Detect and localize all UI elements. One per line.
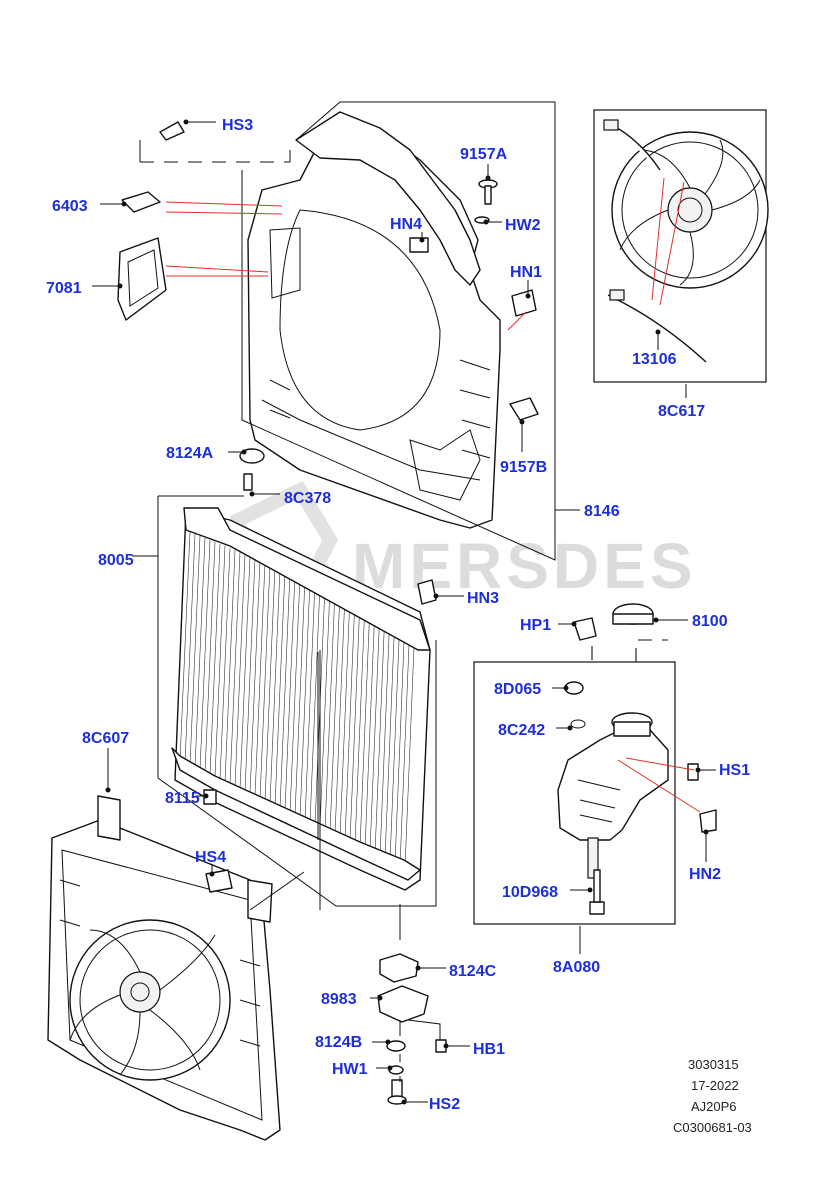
fan-shroud-8146	[247, 121, 501, 529]
radiator-fin-line	[324, 589, 336, 830]
callout-13106[interactable]: 13106	[632, 351, 677, 368]
radiator-fin-line	[339, 595, 351, 837]
callout-HB1[interactable]: HB1	[473, 1041, 505, 1058]
callout-7081[interactable]: 7081	[46, 280, 82, 297]
radiator-fin-line	[379, 611, 391, 857]
radiator-fin-line	[189, 535, 201, 765]
callout-HS3[interactable]: HS3	[222, 117, 253, 134]
radiator-fin-line	[214, 545, 226, 777]
radiator-fin-line	[299, 579, 311, 818]
radiator-fin-line	[229, 551, 241, 785]
callout-9157B[interactable]: 9157B	[500, 459, 547, 476]
small-parts	[117, 121, 717, 1105]
callout-8C242[interactable]: 8C242	[498, 722, 545, 739]
callout-8100[interactable]: 8100	[692, 613, 728, 630]
callout-6403[interactable]: 6403	[52, 198, 88, 215]
assembly-lines	[139, 101, 668, 1082]
callout-8005[interactable]: 8005	[98, 552, 134, 569]
callout-8C378[interactable]: 8C378	[284, 490, 331, 507]
callout-labels: HS3 6403 7081 9157A HN4 HW2 HN1 13106 8C…	[46, 117, 750, 1113]
callout-HN4[interactable]: HN4	[390, 216, 422, 233]
callout-8C607[interactable]: 8C607	[82, 730, 129, 747]
ref-line-4: C0300681-03	[673, 1120, 752, 1135]
reference-block: 3030315 17-2022 AJ20P6 C0300681-03	[673, 1057, 752, 1135]
radiator-fin-line	[279, 571, 291, 809]
leaders	[92, 119, 716, 1105]
callout-8D065[interactable]: 8D065	[494, 681, 541, 698]
radiator-fin-line	[244, 557, 256, 792]
radiator-fin-line	[204, 541, 216, 773]
radiator-fin-line	[304, 581, 316, 821]
callout-8983[interactable]: 8983	[321, 991, 357, 1008]
lower-fan-shroud-8C607	[47, 795, 281, 1141]
watermark-text: MERSDES	[352, 530, 697, 602]
ref-line-1: 3030315	[688, 1057, 739, 1072]
radiator-fin-line	[209, 543, 221, 775]
radiator-fin-line	[319, 587, 331, 828]
callout-HN1[interactable]: HN1	[510, 264, 542, 281]
radiator-fin-line	[329, 591, 341, 833]
radiator-fin-line	[404, 621, 416, 869]
radiator-fin-line	[344, 597, 356, 840]
radiator-fin-line	[199, 539, 211, 770]
radiator-fin-line	[374, 609, 386, 854]
radiator-fin-line	[294, 577, 306, 816]
radiator-fin-line	[394, 617, 406, 864]
radiator-fin-line	[184, 533, 196, 763]
expansion-tank-box	[473, 661, 676, 925]
callout-8124C[interactable]: 8124C	[449, 963, 497, 980]
expansion-tank	[557, 712, 669, 879]
radiator-fin-line	[349, 599, 361, 842]
radiator-fin-line	[284, 573, 296, 811]
callout-HP1[interactable]: HP1	[520, 617, 551, 634]
callout-HS1[interactable]: HS1	[719, 762, 750, 779]
radiator-fin-line	[354, 601, 366, 845]
radiator-fin-line	[254, 561, 266, 797]
callout-8115[interactable]: 8115	[165, 790, 200, 807]
radiator-fins	[179, 531, 416, 869]
callout-HW1[interactable]: HW1	[332, 1061, 368, 1078]
callout-9157A[interactable]: 9157A	[460, 146, 508, 163]
callout-HS4[interactable]: HS4	[195, 849, 226, 866]
radiator-fin-line	[359, 603, 371, 847]
radiator-fin-line	[289, 575, 301, 813]
radiator-8005	[171, 507, 431, 891]
highlight-leaders	[165, 177, 701, 813]
callout-HW2[interactable]: HW2	[505, 217, 541, 234]
callout-8124B[interactable]: 8124B	[315, 1034, 362, 1051]
radiator-fin-line	[389, 615, 401, 861]
callout-HS2[interactable]: HS2	[429, 1096, 460, 1113]
fan-assembly-box	[593, 109, 767, 383]
callout-8124A[interactable]: 8124A	[166, 445, 214, 462]
radiator-fin-line	[269, 567, 281, 804]
radiator-fin-line	[264, 565, 276, 801]
radiator-fin-line	[179, 531, 191, 761]
radiator-fin-line	[399, 619, 411, 866]
ref-line-2: 17-2022	[691, 1078, 739, 1093]
radiator-fin-line	[259, 563, 271, 799]
callout-8A080[interactable]: 8A080	[553, 959, 600, 976]
radiator-fin-line	[309, 583, 321, 823]
ref-line-3: AJ20P6	[691, 1099, 737, 1114]
callout-HN3[interactable]: HN3	[467, 590, 499, 607]
radiator-fin-line	[239, 555, 251, 789]
radiator-fin-line	[334, 593, 346, 835]
radiator-fin-line	[224, 549, 236, 782]
radiator-fin-line	[234, 553, 246, 787]
callout-8146[interactable]: 8146	[584, 503, 620, 520]
upper-bracket	[295, 111, 481, 286]
callout-8C617[interactable]: 8C617	[658, 403, 705, 420]
radiator-fin-line	[384, 613, 396, 859]
callout-10D968[interactable]: 10D968	[502, 884, 558, 901]
callout-HN2[interactable]: HN2	[689, 866, 721, 883]
radiator-fin-line	[274, 569, 286, 806]
radiator-fin-line	[364, 605, 376, 849]
radiator-fin-line	[219, 547, 231, 780]
radiator-fin-line	[249, 559, 261, 794]
radiator-fin-line	[194, 537, 206, 768]
electric-fan-13106	[603, 119, 769, 363]
radiator-fin-line	[369, 607, 381, 852]
